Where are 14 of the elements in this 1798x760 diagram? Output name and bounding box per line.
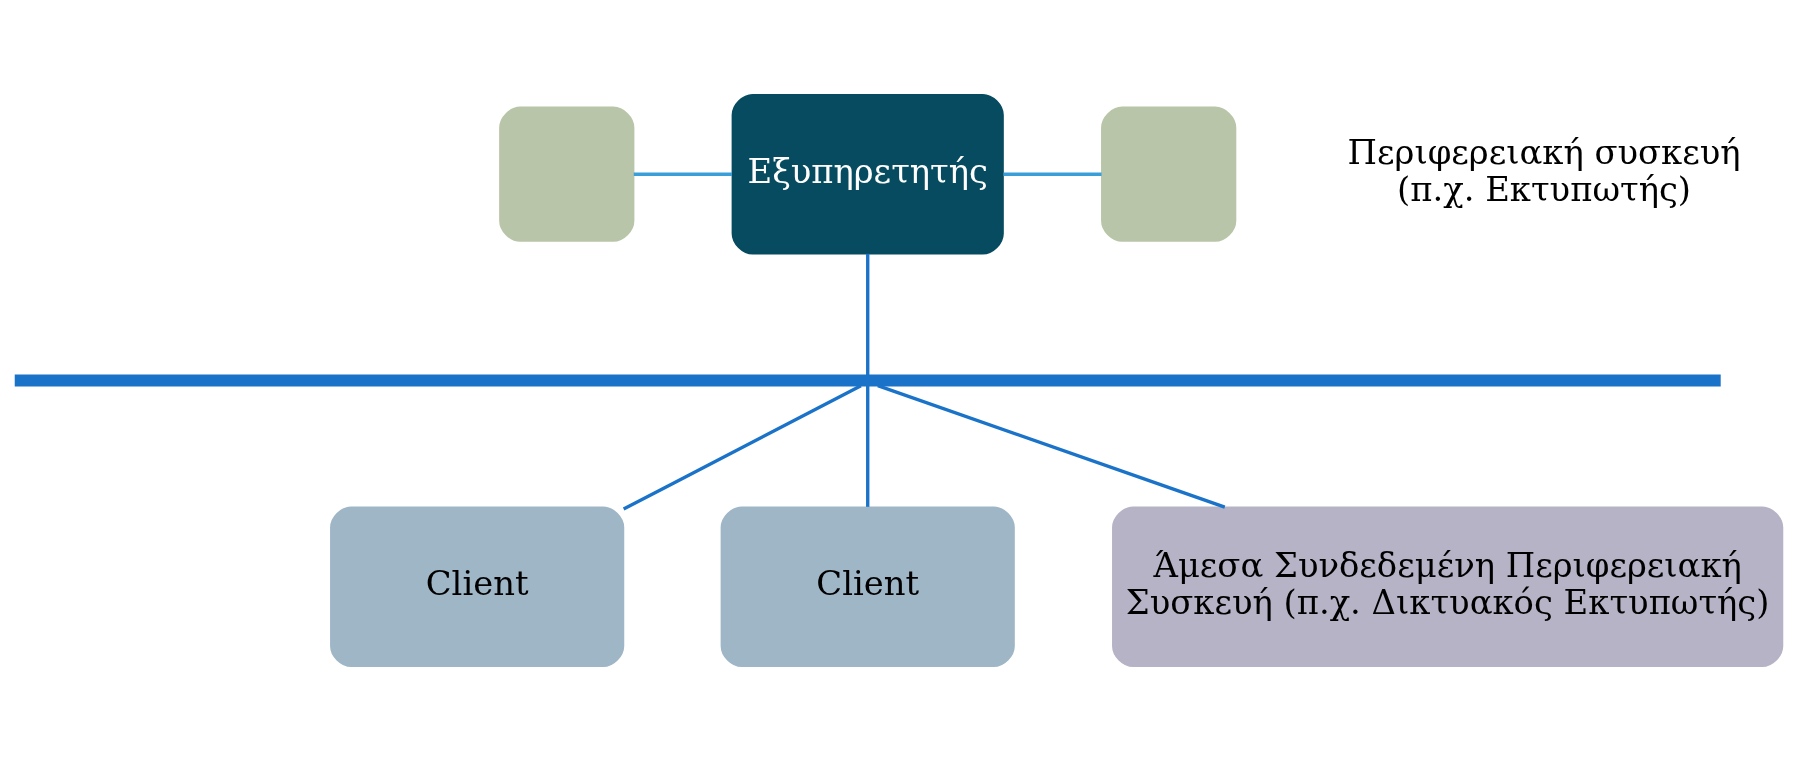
node-box: Client bbox=[720, 505, 1015, 667]
connector bbox=[622, 383, 862, 510]
node-bar bbox=[14, 374, 1721, 386]
connector bbox=[877, 383, 1226, 509]
node-box: Εξυπηρετητής bbox=[731, 93, 1004, 255]
connector bbox=[1003, 172, 1102, 176]
connector bbox=[866, 253, 870, 375]
node-box: Άμεσα Συνδεδεμένη Περιφερειακή Συσκευή (π.χ. Δικτυακός Εκτυπωτής) bbox=[1112, 505, 1784, 667]
node-box: Client bbox=[330, 505, 625, 667]
connector bbox=[633, 172, 732, 176]
node-box bbox=[1101, 106, 1237, 242]
node-label: Περιφερειακή συσκευή (π.χ. Εκτυπωτής) bbox=[1347, 132, 1741, 209]
connector bbox=[866, 385, 870, 507]
node-box bbox=[499, 106, 635, 242]
